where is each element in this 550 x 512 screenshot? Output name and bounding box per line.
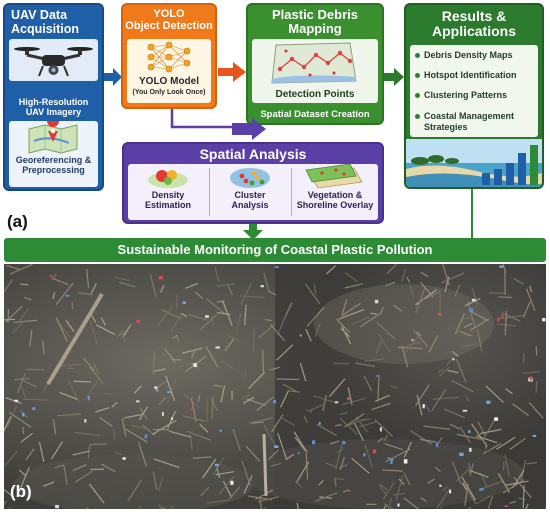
yolo-model-panel: YOLO Model (You Only Look Once) bbox=[127, 39, 211, 103]
panel-a-label: (a) bbox=[7, 212, 28, 231]
yolo-model-sublabel: (You Only Look Once) bbox=[132, 89, 206, 96]
cell-divider bbox=[291, 168, 292, 216]
detection-points-label: Detection Points bbox=[275, 89, 355, 100]
cluster-analysis-cell: Cluster Analysis bbox=[210, 164, 290, 220]
yolo-detection-box: YOLO Object Detection YOLO Model (You On… bbox=[121, 3, 217, 109]
beach-debris-image bbox=[4, 264, 546, 509]
imagery-label: High-Resolution UAV Imagery bbox=[18, 97, 89, 118]
drone-panel bbox=[9, 39, 98, 81]
map-pin-icon bbox=[28, 121, 78, 154]
spatial-title: Spatial Analysis bbox=[199, 146, 307, 162]
density-icon bbox=[148, 170, 188, 188]
arrow-plastic-to-results bbox=[384, 68, 404, 86]
results-applications-box: Results & Applications Debris Density Ma… bbox=[404, 3, 544, 189]
uav-acquisition-box: UAV Data Acquisition High-Resolution UAV… bbox=[3, 3, 104, 191]
coastline-chart-icon bbox=[406, 139, 542, 187]
cell-divider bbox=[209, 168, 210, 216]
results-connector-line bbox=[471, 189, 473, 238]
yolo-model-label: YOLO Model bbox=[139, 76, 199, 87]
arrow-uav-to-yolo bbox=[104, 68, 122, 86]
vegetation-shoreline-cell: Vegetation & Shoreline Overlay bbox=[292, 164, 378, 220]
sustainable-monitoring-banner: Sustainable Monitoring of Coastal Plasti… bbox=[4, 238, 546, 262]
spatial-analysis-panel: Density Estimation Cluster Analysis Vege… bbox=[128, 164, 378, 220]
list-item: Debris Density Maps bbox=[424, 50, 513, 60]
spatial-analysis-box: Spatial Analysis Density Estimation Clus… bbox=[122, 142, 384, 224]
density-estimation-cell: Density Estimation bbox=[128, 164, 208, 220]
arrow-to-spatial-analysis bbox=[170, 109, 266, 140]
uav-title: UAV Data Acquisition bbox=[11, 8, 80, 36]
georef-label: Georeferencing & Preprocessing bbox=[15, 155, 92, 176]
plastic-title: Plastic Debris Mapping bbox=[272, 7, 358, 37]
results-list: Debris Density Maps Hotspot Identificati… bbox=[410, 45, 538, 137]
detection-panel: Detection Points bbox=[252, 39, 378, 103]
results-title: Results & Applications bbox=[431, 8, 516, 40]
list-item: Coastal Management bbox=[424, 111, 515, 121]
list-item: Strategies bbox=[424, 122, 468, 132]
cluster-icon bbox=[230, 168, 270, 188]
overlay-map-icon bbox=[305, 164, 363, 189]
neural-network-icon bbox=[147, 41, 191, 73]
yolo-title: YOLO Object Detection bbox=[125, 8, 213, 33]
list-item: Clustering Patterns bbox=[424, 90, 508, 100]
arrow-yolo-to-plastic bbox=[218, 62, 246, 82]
georef-panel: Georeferencing & Preprocessing bbox=[9, 121, 98, 187]
panel-b-label: (b) bbox=[10, 482, 32, 501]
aerial-debris-photo: (b) bbox=[4, 264, 546, 509]
banner-text: Sustainable Monitoring of Coastal Plasti… bbox=[117, 242, 433, 257]
list-item: Hotspot Identification bbox=[424, 70, 517, 80]
detection-map-icon bbox=[271, 42, 357, 84]
plastic-debris-mapping-box: Plastic Debris Mapping Detection Points … bbox=[246, 3, 384, 125]
spatial-dataset-label: Spatial Dataset Creation bbox=[260, 109, 370, 120]
arrow-spatial-to-banner bbox=[243, 224, 263, 240]
drone-icon bbox=[14, 47, 93, 77]
